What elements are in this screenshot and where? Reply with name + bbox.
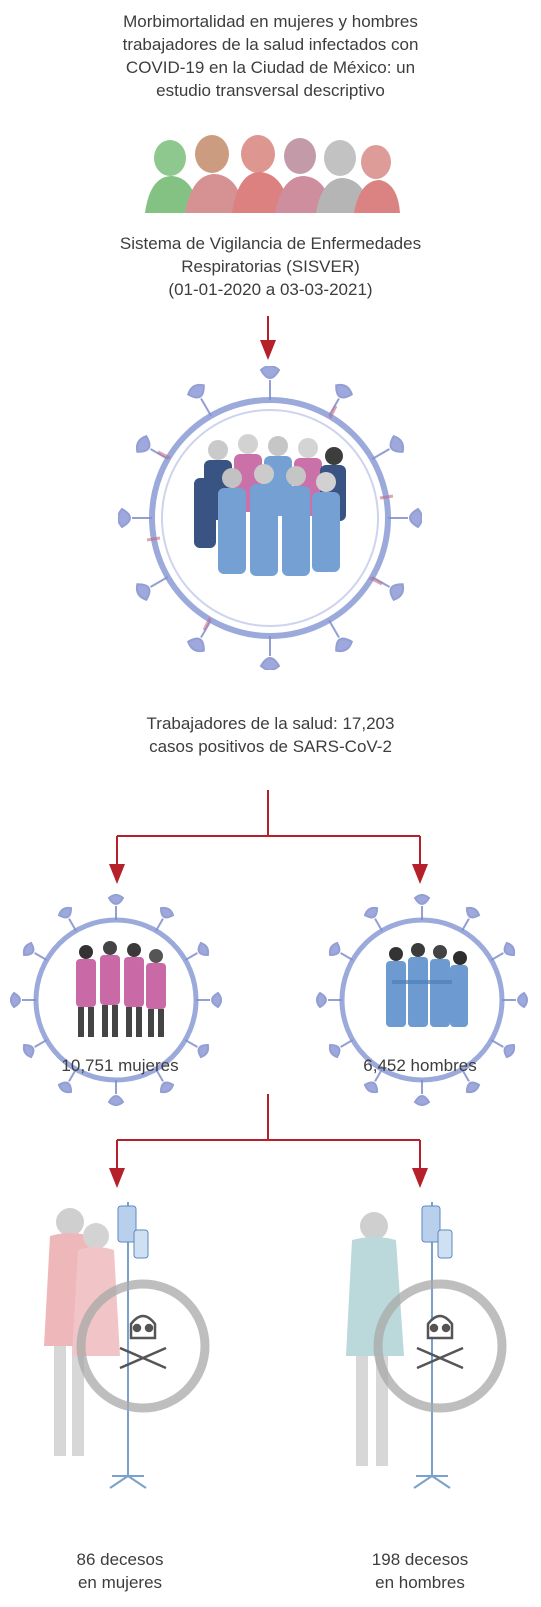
men-cases-label: 6,452 hombres [363,1056,477,1075]
branch-line-2 [117,1094,420,1141]
virus-with-women-icon [10,894,222,1106]
diagram-title: Morbimortalidad en mujeres y hombres tra… [122,12,419,100]
virus-with-health-workers-icon [118,366,422,670]
total-cases-label: Trabajadores de la salud: 17,203 casos p… [146,714,395,756]
health-workers-group-icon [145,135,400,213]
women-deaths-label: 86 decesos en mujeres [76,1550,164,1592]
deceased-women-icon [44,1202,210,1489]
men-deaths-label: 198 decesos en hombres [371,1550,469,1592]
women-cases-label: 10,751 mujeres [61,1056,179,1075]
virus-with-men-icon [316,894,528,1106]
deceased-men-icon [346,1202,507,1489]
data-source-label: Sistema de Vigilancia de Enfermedades Re… [119,234,422,299]
branch-line-1 [117,790,420,837]
